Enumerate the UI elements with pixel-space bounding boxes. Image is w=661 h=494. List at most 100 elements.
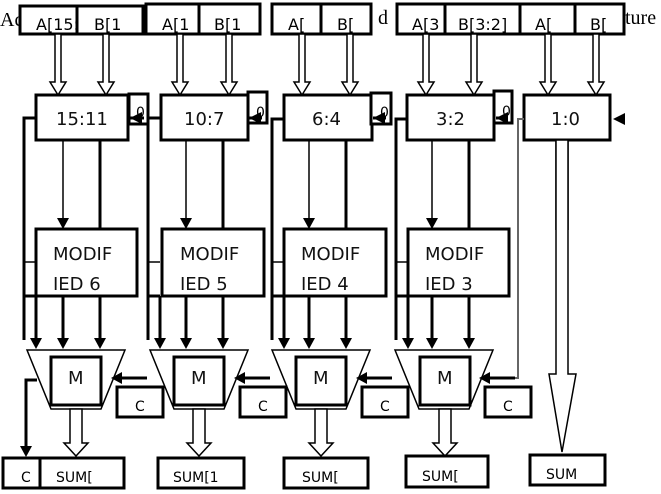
- range-block-3: 3:2: [405, 93, 496, 142]
- input-group-3: A[3 B[3:2]: [395, 2, 522, 36]
- mux-trapezoid: [148, 349, 250, 410]
- input-b-box: [319, 2, 373, 36]
- modified-block-0: MODIF IED 6: [34, 227, 139, 298]
- input-group-0: A[15: B[1: [18, 4, 145, 36]
- sum-label: SUM: [546, 467, 577, 483]
- input-a-label: A[3: [412, 15, 439, 34]
- modified-line2: IED 5: [180, 274, 228, 295]
- range-label: 3:2: [436, 109, 465, 130]
- mux-1: MC: [148, 349, 288, 458]
- range-block-4: 1:0: [522, 93, 612, 142]
- zero-box: [369, 91, 393, 126]
- arrow-left-icon: [130, 112, 142, 124]
- sum-output-4: SUM: [528, 453, 607, 487]
- arrow-down-icon: [217, 338, 229, 349]
- carry-box: [238, 385, 288, 419]
- arrow-down-icon: [402, 338, 414, 349]
- carry-out-label: C: [21, 470, 31, 486]
- modified-box: [406, 227, 511, 298]
- modified-block-1: MODIF IED 5: [160, 227, 266, 298]
- range-block-0: 15:11: [34, 93, 130, 142]
- modified-box: [34, 227, 139, 298]
- range-label: 6:4: [312, 109, 341, 130]
- modified-box: [282, 227, 388, 298]
- arrow-down-icon: [57, 338, 69, 349]
- zero-input-0: 0: [127, 92, 150, 126]
- input-b-label: B[: [590, 15, 607, 34]
- range-block-2: 6:4: [282, 93, 374, 142]
- arrow-down-icon: [180, 218, 192, 229]
- input-arrow-icon: [96, 33, 116, 97]
- sum-box: [38, 456, 126, 490]
- input-group-2: A[ B[: [270, 2, 373, 36]
- sum-output-1: SUM[1: [156, 456, 246, 490]
- input-arrows: [48, 33, 606, 97]
- input-group-1: A[1 B[1: [144, 2, 262, 36]
- mid-lines: [24, 140, 569, 349]
- carry-box-0: C: [111, 372, 165, 419]
- input-a-label: A[15:: [36, 15, 79, 34]
- arrow-left-icon: [356, 372, 367, 384]
- arrow-down-icon: [57, 218, 69, 229]
- sum-arrow-icon: [431, 408, 459, 458]
- arrow-down-icon: [426, 338, 438, 349]
- input-arrow-icon: [464, 33, 484, 97]
- carry-box-3: C: [479, 372, 533, 419]
- mux-0: MC: [25, 349, 165, 458]
- carry-box-2: C: [356, 372, 410, 419]
- carry-out-line: [24, 378, 37, 450]
- input-group-4: A[ B[: [518, 2, 626, 36]
- input-arrow-icon: [538, 33, 558, 97]
- range-block-1: 10:7: [159, 93, 250, 142]
- sum-output-2: SUM[: [282, 456, 370, 490]
- sum-arrow-icon: [62, 408, 90, 458]
- input-a-box: [395, 2, 448, 36]
- caption-left: Ac: [0, 9, 23, 31]
- sum-label: SUM[: [422, 469, 459, 485]
- zero-box: [246, 90, 269, 125]
- arrow-down-icon: [154, 338, 166, 349]
- input-arrow-icon: [340, 33, 360, 97]
- modified-line2: IED 4: [301, 274, 349, 295]
- sum-box: [404, 454, 490, 489]
- range-box: [34, 93, 130, 142]
- mux-label: M: [437, 368, 453, 389]
- sum-box: [282, 456, 370, 490]
- input-arrow-icon: [292, 33, 312, 97]
- input-b-box: [197, 2, 262, 36]
- mux-label: M: [191, 368, 207, 389]
- bypass-line-1: [146, 116, 160, 340]
- arrow-down-icon: [30, 338, 42, 349]
- input-a-box: [518, 2, 578, 36]
- arrow-left-icon: [479, 372, 490, 384]
- input-b-label: B[1: [214, 15, 241, 34]
- range-label: 15:11: [56, 109, 108, 130]
- bypass-line-3: [394, 117, 407, 340]
- arrow-down-icon: [278, 338, 290, 349]
- modified-line1: MODIF: [425, 244, 484, 265]
- mux-select-box: [418, 355, 472, 407]
- modified-line1: MODIF: [180, 244, 239, 265]
- range-label: 1:0: [551, 109, 580, 130]
- carry-label: C: [135, 399, 145, 415]
- range-box: [522, 93, 612, 142]
- input-b-box: [75, 4, 145, 36]
- arrow-down-icon: [94, 338, 106, 349]
- input-b-label: B[1: [94, 15, 121, 34]
- input-a-label: A[: [535, 15, 552, 34]
- mux-select-box: [49, 355, 103, 407]
- input-a-box: [270, 2, 324, 36]
- mux-label: M: [313, 368, 329, 389]
- arrow-left-icon: [234, 372, 245, 384]
- caption-right: ture: [625, 7, 656, 29]
- range-box: [159, 93, 250, 142]
- zero-input-1: 0: [246, 90, 269, 125]
- modified-block-2: MODIF IED 4: [282, 227, 388, 298]
- arrow-down-icon: [180, 338, 192, 349]
- input-arrow-icon: [219, 33, 239, 97]
- sum-output-3: SUM[: [404, 454, 490, 489]
- arrow-down-icon: [303, 338, 315, 349]
- sum-box: [156, 456, 246, 490]
- mux-3: MC: [393, 349, 533, 458]
